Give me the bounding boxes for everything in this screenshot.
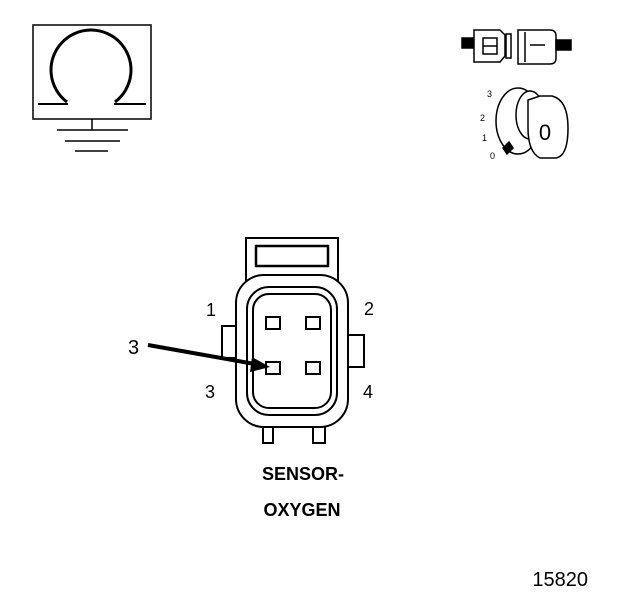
pin-label-4: 4 <box>363 382 373 402</box>
connector-title-line2: OXYGEN <box>263 500 340 520</box>
callout-label: 3 <box>128 337 139 359</box>
connector-right-ear <box>347 334 365 368</box>
ignition-key-icon <box>495 87 569 159</box>
callout-arrow <box>147 343 270 372</box>
pin-label-3: 3 <box>205 382 215 402</box>
pin-1-cavity <box>265 316 281 330</box>
pin-3-cavity <box>265 361 281 375</box>
connector-disconnect-icon <box>461 29 572 65</box>
pin-label-1: 1 <box>206 300 216 320</box>
connector-title-line1: SENSOR- <box>262 464 344 484</box>
oxygen-sensor-connector <box>221 237 365 444</box>
pin-label-2: 2 <box>364 299 374 319</box>
ignition-position-3: 3 <box>487 89 492 99</box>
connector-latch <box>254 244 330 268</box>
pin-2-cavity <box>305 316 321 330</box>
pin-4-cavity <box>305 361 321 375</box>
key-position-label: 0 <box>539 120 551 145</box>
connector-cavity-wall <box>252 293 332 409</box>
ignition-position-1: 1 <box>482 133 487 143</box>
ohm-ground-icon <box>32 24 152 152</box>
ignition-position-2: 2 <box>480 113 485 123</box>
ignition-position-0: 0 <box>490 151 495 161</box>
figure-number: 15820 <box>532 569 588 591</box>
